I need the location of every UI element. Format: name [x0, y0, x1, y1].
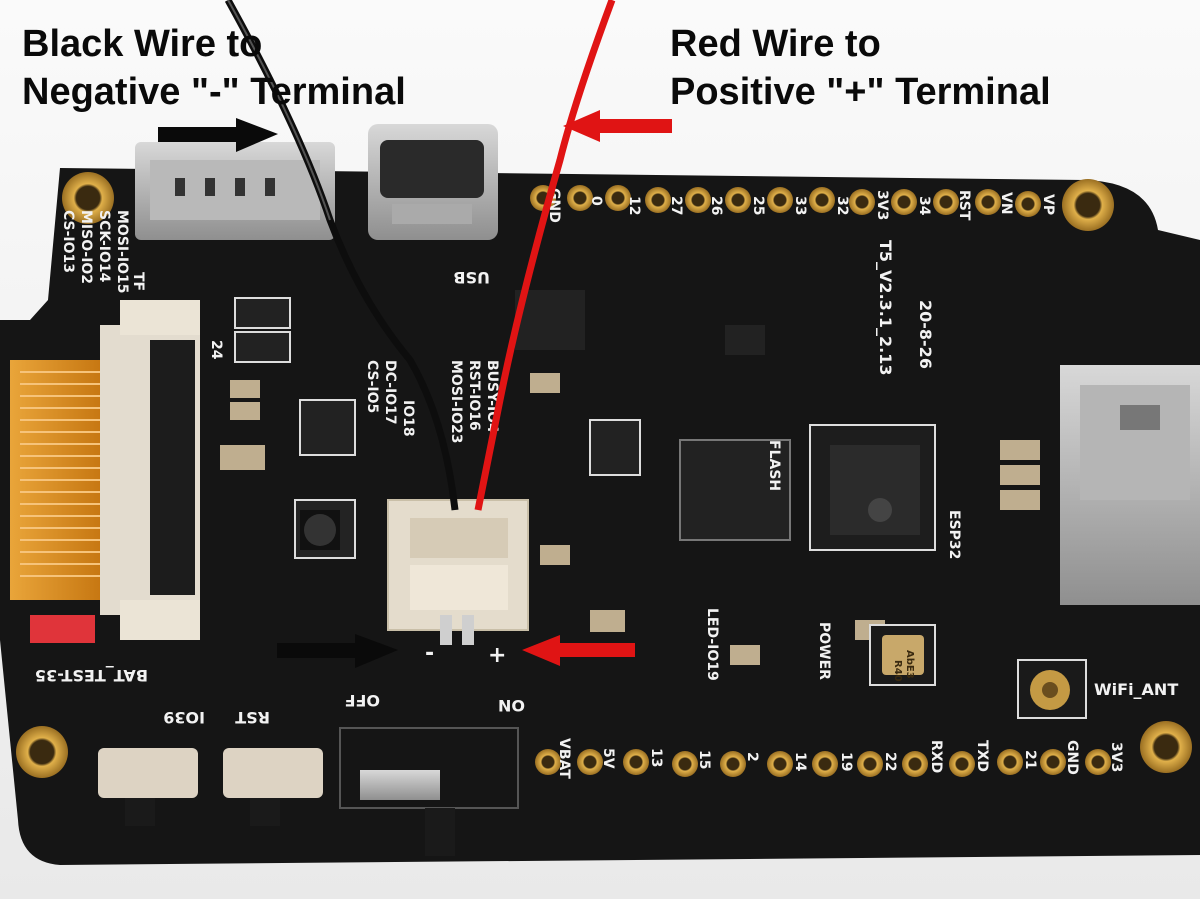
caption-line: Red Wire to [670, 23, 881, 65]
pin-label: 15 [696, 750, 712, 769]
pin-label: 22 [882, 752, 898, 771]
push-buttons [98, 748, 323, 826]
button-rst-label: RST [235, 708, 270, 727]
slide-switch [339, 727, 519, 856]
pin-label: 19 [838, 752, 854, 771]
crystal: R40 AbE3 [869, 624, 936, 686]
esp-label: ESP32 [946, 510, 962, 559]
board-version: T5_V2.3.1_2.13 [876, 240, 895, 375]
pin-label: 14 [792, 752, 808, 772]
led-io19-label: LED-IO19 [704, 608, 720, 681]
bat-test-label: BAT_TEST-35 [35, 666, 148, 685]
pin-label: VBAT [556, 738, 572, 779]
spi-labels: BUSY-IO4 RST-IO16 MOSI-IO23 DC-IO17 CS-I… [364, 360, 500, 444]
pin-label: RXD [928, 740, 944, 773]
pin-label: 2 [744, 752, 760, 762]
spi-label: IO18 [400, 400, 416, 437]
fpc-pin-label: 24 [208, 340, 224, 360]
black-wire-caption: Black Wire to Negative "-" Terminal [22, 20, 406, 116]
pin-label: 34 [916, 196, 932, 216]
board-date: 20-8-26 [916, 300, 935, 369]
pin-label: VP [1040, 194, 1056, 215]
fpc-connector [10, 300, 200, 640]
pin-label: 5V [600, 748, 616, 769]
pin-label: RST [956, 190, 972, 221]
caption-line: Negative "-" Terminal [22, 71, 406, 113]
tf-card-slot [135, 142, 335, 240]
spi-label: CS-IO5 [364, 360, 380, 413]
wifi-antenna-connector [1017, 659, 1087, 719]
mounting-holes [16, 172, 1192, 778]
bottom-header [535, 749, 1111, 777]
spi-label: DC-IO17 [382, 360, 398, 425]
button-io39-label: IO39 [163, 708, 205, 727]
pin-label: 26 [708, 196, 724, 215]
crystal-text: AbE3 [904, 650, 915, 679]
switch-off-label: OFF [345, 691, 380, 710]
side-connector [1060, 365, 1200, 605]
black-arrow-top [158, 118, 278, 152]
red-arrow-bottom [522, 635, 635, 666]
pin-label: 25 [750, 196, 766, 215]
inductor [300, 510, 340, 550]
power-label: POWER [816, 622, 832, 680]
pin-label: 13 [648, 748, 664, 767]
pin-label: 32 [834, 196, 850, 215]
pin-label: 3V3 [874, 190, 890, 220]
connector-minus-label: - [425, 641, 434, 666]
flash-label: FLASH [766, 440, 782, 491]
top-pin-labels: GND 0 12 27 26 25 33 32 3V3 34 RST VN VP [546, 188, 1056, 223]
pin-label: 0 [588, 196, 604, 206]
red-wire-caption: Red Wire to Positive "+" Terminal [670, 20, 1051, 116]
red-tab [30, 615, 95, 643]
pin-label: GND [1064, 740, 1080, 775]
spi-label: MOSI-IO23 [448, 360, 464, 444]
caption-line: Positive "+" Terminal [670, 71, 1051, 113]
connector-plus-label: + [488, 643, 506, 668]
switch-on-label: ON [498, 696, 525, 715]
tf-labels: TF MOSI-IO15 SCK-IO14 MISO-IO2 CS-IO13 [60, 210, 146, 294]
battery-connector [387, 499, 529, 645]
usb-port [368, 124, 498, 240]
pin-label: 3V3 [1108, 742, 1124, 772]
spi-label: RST-IO16 [466, 360, 482, 431]
top-header [530, 185, 1041, 217]
wifi-label: WiFi_ANT [1094, 680, 1178, 699]
tf-label: MOSI-IO15 [114, 210, 130, 294]
pin-label: VN [998, 192, 1014, 215]
pin-label: TXD [974, 740, 990, 772]
black-arrow-bottom [277, 634, 398, 668]
tf-label: MISO-IO2 [78, 210, 94, 284]
pin-label: 33 [792, 196, 808, 215]
caption-line: Black Wire to [22, 23, 263, 65]
pcb-board [0, 168, 1200, 865]
pin-label: 21 [1022, 750, 1038, 769]
pin-label: 27 [668, 196, 684, 215]
tf-label: SCK-IO14 [96, 210, 112, 283]
red-arrow-top [563, 110, 672, 142]
pin-label: 12 [626, 196, 642, 215]
tf-label: TF [130, 272, 146, 291]
red-wire [474, 0, 616, 511]
usb-label: USB [453, 268, 490, 287]
bottom-pin-labels: VBAT 5V 13 15 2 14 19 22 RXD TXD 21 GND … [556, 738, 1124, 779]
tf-label: CS-IO13 [60, 210, 76, 273]
crystal-text: R40 [892, 660, 903, 682]
